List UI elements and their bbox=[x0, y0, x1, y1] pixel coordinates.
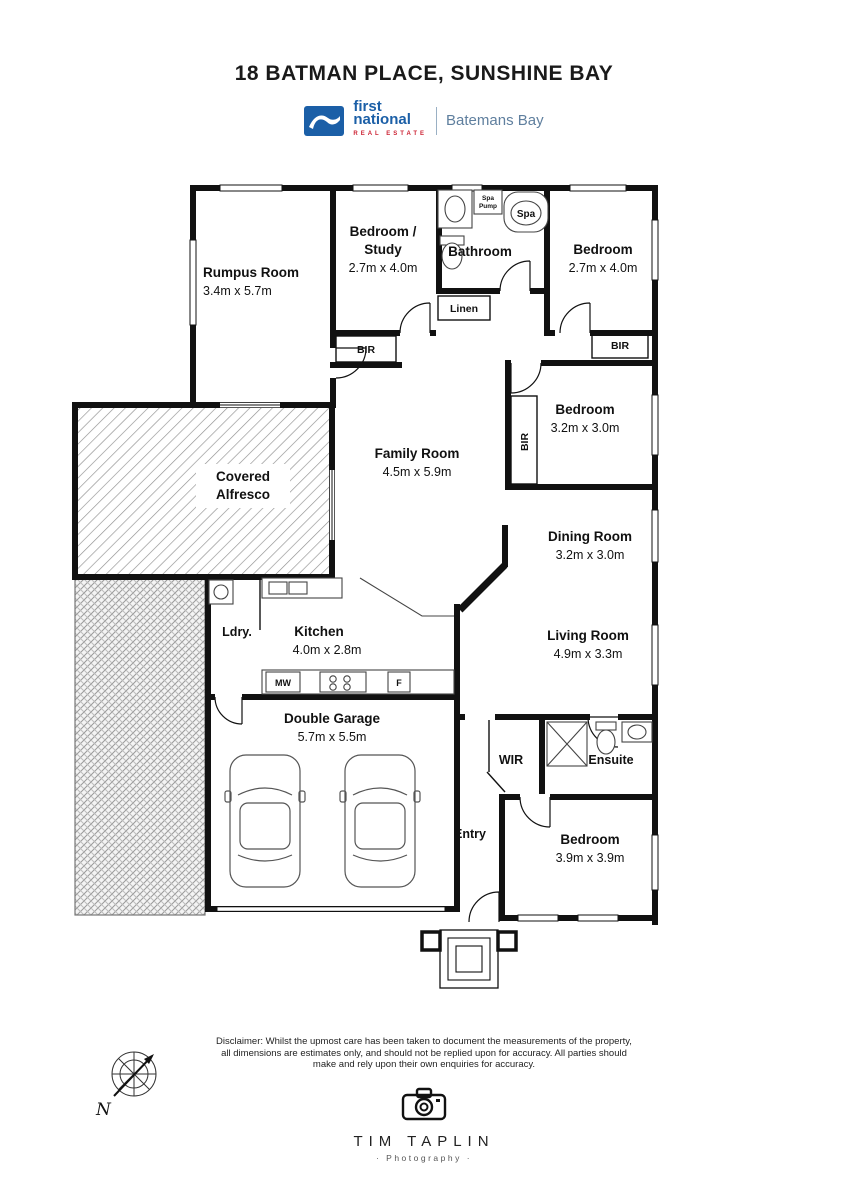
room-labels: Rumpus Room 3.4m x 5.7m Bedroom / Study … bbox=[203, 195, 637, 865]
label-ensuite: Ensuite bbox=[588, 753, 633, 767]
toilet-icon bbox=[596, 729, 616, 755]
wir-angled-door bbox=[486, 771, 506, 793]
label-bedroom-mid-dims: 3.2m x 3.0m bbox=[551, 421, 620, 435]
label-bedroom-rear-dims: 3.9m x 3.9m bbox=[556, 851, 625, 865]
paved-area bbox=[74, 576, 206, 916]
label-bedroom-top-dims: 2.7m x 4.0m bbox=[569, 261, 638, 275]
label-living: Living Room bbox=[547, 628, 629, 643]
label-laundry: Ldry. bbox=[222, 625, 252, 639]
entry-porch bbox=[420, 929, 518, 989]
camera-icon bbox=[401, 1087, 447, 1121]
photographer-subtitle: · Photography · bbox=[375, 1153, 473, 1163]
floor-plan: Rumpus Room 3.4m x 5.7m Bedroom / Study … bbox=[70, 180, 670, 1010]
floor-plan-drawing: Rumpus Room 3.4m x 5.7m Bedroom / Study … bbox=[72, 184, 659, 989]
label-linen: Linen bbox=[450, 303, 478, 315]
disclaimer-line2: all dimensions are estimates only, and s… bbox=[221, 1047, 627, 1059]
label-bathroom: Bathroom bbox=[448, 244, 512, 259]
label-bir-left: BIR bbox=[357, 344, 376, 356]
bir-closet-mid bbox=[510, 395, 538, 485]
label-bedroom-rear: Bedroom bbox=[560, 832, 619, 847]
label-garage: Double Garage bbox=[284, 711, 381, 726]
label-bir-right: BIR bbox=[611, 340, 630, 352]
kitchen-peninsula bbox=[359, 577, 454, 617]
windows bbox=[189, 184, 659, 922]
page-title: 18 BATMAN PLACE, SUNSHINE BAY bbox=[234, 62, 614, 85]
disclaimer-line3: make and rely upon their own enquiries f… bbox=[312, 1059, 536, 1070]
label-bedroom-study: Bedroom / bbox=[350, 224, 417, 239]
compass: N bbox=[96, 1046, 168, 1120]
label-dining: Dining Room bbox=[548, 529, 632, 544]
photographer-logo: TIM TAPLIN · Photography · bbox=[0, 1086, 848, 1163]
porch-post bbox=[496, 930, 518, 952]
agency-logo: first national REAL ESTATE Batemans Bay bbox=[0, 98, 848, 141]
alfresco-label-box bbox=[196, 464, 290, 508]
label-alfresco2: Alfresco bbox=[216, 487, 270, 502]
fridge-box bbox=[387, 671, 411, 693]
spa-pump-box bbox=[473, 189, 503, 215]
label-kitchen: Kitchen bbox=[294, 624, 344, 639]
porch-post bbox=[420, 930, 442, 952]
label-spa-pump1: Spa bbox=[482, 195, 494, 202]
label-microwave: MW bbox=[275, 678, 291, 688]
label-bedroom-mid: Bedroom bbox=[555, 402, 614, 417]
disclaimer-text: Disclaimer: Whilst the upmost care has b… bbox=[0, 1036, 848, 1071]
compass-north-label: N bbox=[96, 1100, 111, 1120]
label-bir-mid: BIR bbox=[519, 433, 531, 452]
cooktop-icon bbox=[319, 671, 367, 693]
car-icon bbox=[224, 754, 306, 888]
angled-wall bbox=[457, 562, 508, 613]
porch-step bbox=[455, 945, 483, 973]
label-bedroom-study-dims: 2.7m x 4.0m bbox=[349, 261, 418, 275]
bathroom-fixtures bbox=[437, 189, 549, 270]
sliding-doors bbox=[216, 402, 446, 912]
bir-closet-right bbox=[591, 331, 649, 359]
garage-door bbox=[216, 906, 446, 912]
label-dining-dims: 3.2m x 3.0m bbox=[556, 548, 625, 562]
first-national-icon bbox=[304, 105, 345, 136]
label-rumpus-dims: 3.4m x 5.7m bbox=[203, 284, 272, 298]
agency-name-line2: national bbox=[353, 111, 411, 128]
disclaimer-line1: Disclaimer: Whilst the upmost care has b… bbox=[216, 1036, 632, 1047]
basin-icon bbox=[444, 195, 466, 223]
kitchen-fixtures bbox=[208, 577, 455, 695]
toilet-icon bbox=[441, 242, 463, 270]
label-garage-dims: 5.7m x 5.5m bbox=[298, 730, 367, 744]
agency-tagline: REAL ESTATE bbox=[353, 131, 428, 137]
agency-name-line1: first bbox=[353, 98, 382, 115]
partitions bbox=[259, 295, 649, 793]
sink-icon bbox=[268, 581, 288, 595]
label-kitchen-dims: 4.0m x 2.8m bbox=[293, 643, 362, 657]
label-entry: Entry bbox=[454, 827, 486, 841]
label-family-dims: 4.5m x 5.9m bbox=[383, 465, 452, 479]
compass-rose-icon bbox=[111, 1051, 157, 1097]
label-spa-pump2: Pump bbox=[479, 203, 497, 210]
label-bedroom-top: Bedroom bbox=[573, 242, 632, 257]
agency-name: first national REAL ESTATE bbox=[353, 98, 428, 141]
label-living-dims: 4.9m x 3.3m bbox=[554, 647, 623, 661]
agency-divider bbox=[436, 106, 438, 135]
label-wir: WIR bbox=[499, 753, 523, 767]
microwave-box bbox=[265, 671, 301, 693]
photographer-name: TIM TAPLIN bbox=[353, 1133, 495, 1150]
agency-location: Batemans Bay bbox=[446, 112, 544, 129]
label-fridge: F bbox=[396, 678, 402, 688]
bir-closet-left bbox=[335, 335, 397, 363]
label-rumpus: Rumpus Room bbox=[203, 265, 299, 280]
door-swings bbox=[214, 260, 619, 923]
linen-closet bbox=[437, 295, 491, 321]
label-spa: Spa bbox=[517, 209, 536, 220]
label-bedroom-study2: Study bbox=[364, 242, 402, 257]
ensuite-fixtures bbox=[546, 721, 653, 767]
label-alfresco1: Covered bbox=[216, 469, 270, 484]
label-family: Family Room bbox=[375, 446, 460, 461]
car-icon bbox=[339, 754, 421, 888]
